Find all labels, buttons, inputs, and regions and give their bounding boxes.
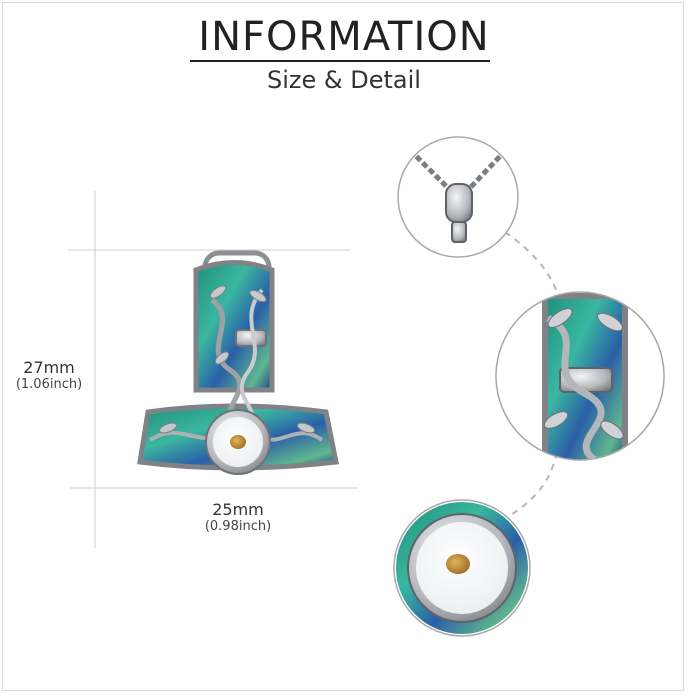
detail-circle-handle [495, 291, 665, 461]
width-mm: 25mm [212, 500, 264, 519]
title-underline [190, 60, 490, 62]
width-dimension-label: 25mm (0.98inch) [190, 500, 286, 534]
detail-connectors [501, 231, 559, 521]
height-inch: (1.06inch) [15, 377, 83, 392]
width-inch: (0.98inch) [204, 519, 272, 534]
dimension-guides [68, 190, 358, 548]
pendant-main [137, 250, 339, 475]
page-title: INFORMATION [198, 14, 490, 60]
detail-circle-bail [397, 136, 519, 258]
page-subtitle: Size & Detail [267, 66, 421, 94]
height-dimension-label: 27mm (1.06inch) [4, 358, 94, 392]
height-mm: 27mm [23, 358, 75, 377]
detail-circle-seed [393, 499, 531, 637]
